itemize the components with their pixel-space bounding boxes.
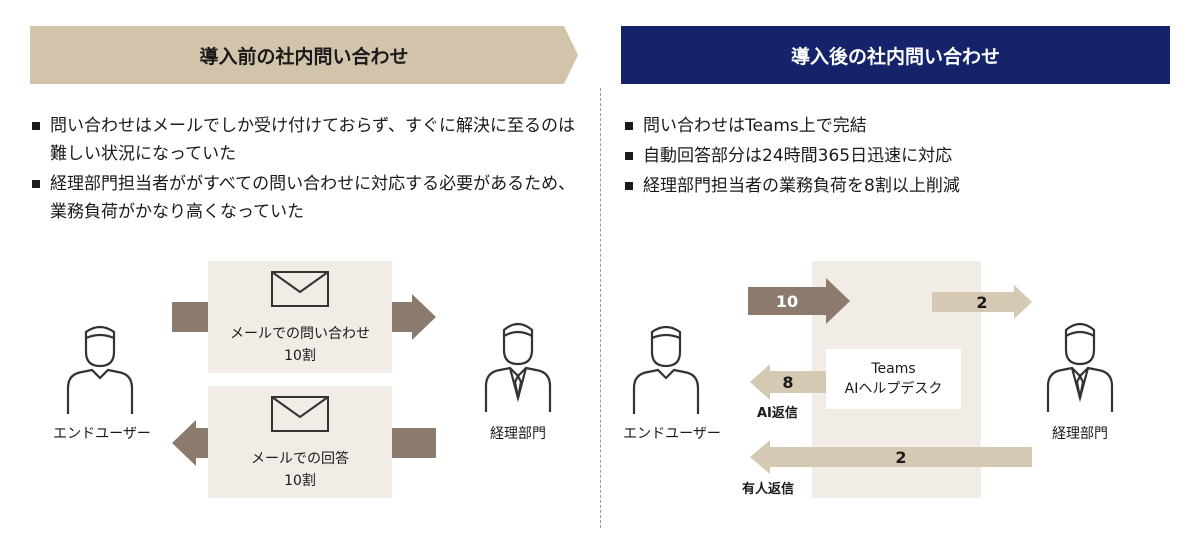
before-accounting-label: 経理部門	[490, 426, 546, 442]
before-enduser-label: エンドユーザー	[53, 426, 151, 442]
inquiry-arrow-head	[392, 294, 436, 340]
after-bullet: 経理部門担当者の業務負荷を8割以上削減	[625, 172, 1165, 200]
before-header: 導入前の社内問い合わせ	[30, 26, 578, 84]
after-enduser-label: エンドユーザー	[623, 426, 721, 442]
after-header: 導入後の社内問い合わせ	[621, 26, 1170, 84]
email-inquiry-caption: メールでの問い合わせ 10割	[208, 323, 392, 367]
accounting-icon	[1046, 322, 1114, 412]
ai-reply-8-arrow	[750, 364, 826, 400]
human-reply-2-arrow	[750, 440, 1032, 474]
after-bullet-list: 問い合わせはTeams上で完結 自動回答部分は24時間365日迅速に対応 経理部…	[625, 112, 1165, 202]
mail-icon	[271, 396, 329, 432]
after-accounting-label: 経理部門	[1052, 426, 1108, 442]
after-bullet: 自動回答部分は24時間365日迅速に対応	[625, 142, 1165, 170]
inquiry-10-value: 10	[775, 291, 799, 311]
human-reply-label: 有人返信	[742, 482, 795, 497]
before-bullet: 経理部門担当者ががすべての問い合わせに対応する必要があるため、業務負荷がかなり高…	[32, 170, 577, 226]
email-inquiry-text: メールでの問い合わせ	[230, 326, 370, 342]
inquiry-arrow-tail	[172, 302, 208, 332]
after-bullet: 問い合わせはTeams上で完結	[625, 112, 1165, 140]
accounting-icon	[484, 322, 552, 412]
ai-reply-8-value: 8	[782, 372, 794, 392]
after-title: 導入後の社内問い合わせ	[790, 45, 1000, 68]
human-reply-2-value: 2	[895, 447, 907, 467]
before-bullet-list: 問い合わせはメールでしか受け付けておらず、すぐに解決に至るのは難しい状況になって…	[32, 112, 577, 228]
enduser-icon	[632, 325, 700, 414]
email-reply-ratio: 10割	[284, 473, 316, 489]
email-reply-panel	[208, 386, 392, 498]
reply-arrow-tail	[392, 428, 436, 458]
before-title: 導入前の社内問い合わせ	[199, 45, 409, 68]
enduser-icon	[66, 325, 134, 414]
email-reply-caption: メールでの回答 10割	[208, 448, 392, 492]
before-bullet: 問い合わせはメールでしか受け付けておらず、すぐに解決に至るのは難しい状況になって…	[32, 112, 577, 168]
email-inquiry-panel	[208, 261, 392, 373]
after-diagram-graphics	[632, 278, 1114, 474]
inquiry-10-arrow	[748, 278, 850, 324]
forward-2-arrow	[932, 285, 1032, 319]
ai-reply-label: AI返信	[757, 406, 798, 421]
teams-ai-helpdesk-box: Teams AIヘルプデスク	[826, 349, 961, 409]
ai-helpdesk-label: AIヘルプデスク	[844, 381, 943, 397]
teams-label: Teams	[871, 361, 916, 377]
email-reply-text: メールでの回答	[251, 451, 349, 467]
email-inquiry-ratio: 10割	[284, 348, 316, 364]
before-header-shape	[30, 26, 578, 84]
center-divider	[600, 88, 601, 528]
forward-2-value: 2	[976, 292, 988, 312]
mail-icon	[271, 271, 329, 307]
reply-arrow-head	[172, 420, 208, 466]
before-diagram-graphics	[66, 271, 552, 466]
